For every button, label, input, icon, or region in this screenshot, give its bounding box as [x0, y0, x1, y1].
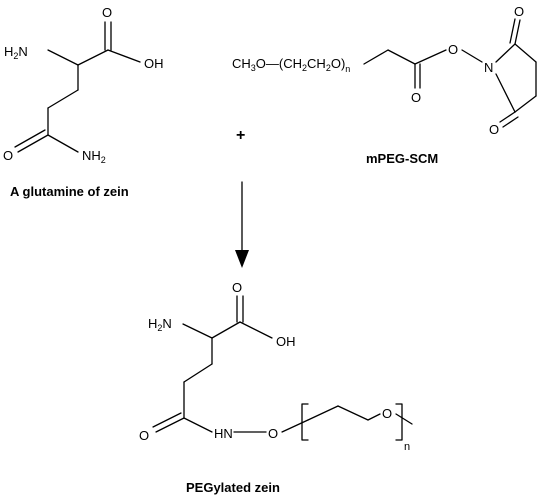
mpeg-n-label: N: [484, 60, 493, 75]
prod-amide-o-label: O: [139, 428, 149, 443]
glutamine-nh2-label: NH2: [82, 148, 106, 165]
prod-bond-camide-n: [183, 417, 213, 433]
mpeg-top-o-label: O: [514, 4, 524, 19]
bond-c2-otop-b: [509, 18, 516, 44]
bond-peg-ch2: [363, 49, 389, 65]
glutamine-amide-o-label: O: [3, 148, 13, 163]
bond-camide-o-a: [17, 134, 49, 153]
bond-c2-c3: [514, 43, 537, 63]
mpeg-carbonyl-o-label: O: [411, 90, 421, 105]
mpeg-formula-text: CH3O—(CH2CH2O)n: [232, 56, 350, 74]
reaction-arrow-down: [235, 181, 249, 268]
glutamine-caption: A glutamine of zein: [10, 184, 129, 199]
product-caption: PEGylated zein: [186, 480, 280, 495]
bond-n-calpha: [47, 49, 79, 66]
prod-bond-camide-o-b: [152, 412, 182, 428]
repeat-bracket-left: [301, 403, 309, 441]
bond-c5-obottom-b: [502, 116, 519, 128]
glutamine-acid-o-label: O: [102, 5, 112, 20]
prod-repeat-n-label: n: [404, 441, 410, 453]
prod-bond-c-oh: [239, 321, 273, 339]
prod-bond-repeat-3: [367, 413, 381, 421]
arrow-head: [235, 250, 249, 268]
prod-oh-label: OH: [276, 334, 296, 349]
prod-acid-o-label: O: [232, 280, 242, 295]
bond-cbeta-cgamma: [47, 89, 79, 109]
prod-repeat-o-label: O: [382, 406, 392, 421]
prod-bond-c-calpha: [211, 321, 241, 339]
bond-c5-obottom-a: [499, 111, 516, 123]
plus-sign: +: [236, 127, 245, 144]
bond-carbonyl-oester: [414, 49, 447, 65]
bond-n-c2: [495, 43, 516, 63]
prod-nh-label: HN: [214, 426, 233, 441]
bond-ch2-carbonyl: [387, 49, 416, 65]
pegylated-zein-structure: O H2N OH O HN O O n PEGylated zein: [139, 280, 413, 495]
prod-bond-o-ch2: [281, 419, 309, 433]
bond-c-oh: [107, 49, 141, 63]
bond-camide-n: [47, 134, 79, 153]
prod-link-o-label: O: [268, 426, 278, 441]
prod-bond-calpha-n: [182, 323, 213, 339]
prod-bond-camide-o-a: [155, 417, 185, 433]
prod-bond-cbeta-cgamma: [183, 363, 213, 383]
bond-c4-c5: [514, 95, 537, 113]
mpeg-bottom-o-label: O: [489, 122, 499, 137]
bond-oester-n: [461, 49, 483, 63]
glutamine-structure: H2N O OH O NH2 A glutamine of zein: [3, 5, 164, 199]
glutamine-oh-label: OH: [144, 56, 164, 71]
bond-c2-otop-a: [514, 19, 521, 45]
prod-bond-repeat-1: [307, 405, 339, 421]
prod-h2n-label: H2N: [148, 316, 172, 333]
mpeg-scm-structure: CH3O—(CH2CH2O)n O O N O O mPEG-SCM: [232, 4, 537, 166]
bond-c5-n: [495, 73, 516, 113]
mpeg-ester-o-label: O: [448, 42, 458, 57]
bond-calpha-ccooh: [77, 49, 109, 66]
prod-bond-repeat-2: [337, 405, 369, 421]
repeat-bracket-right: [395, 403, 403, 441]
glutamine-h2n-label: H2N: [4, 44, 28, 61]
prod-bond-repeat-4: [395, 413, 413, 425]
bond-camide-o-b: [14, 129, 46, 148]
mpeg-caption: mPEG-SCM: [366, 151, 438, 166]
